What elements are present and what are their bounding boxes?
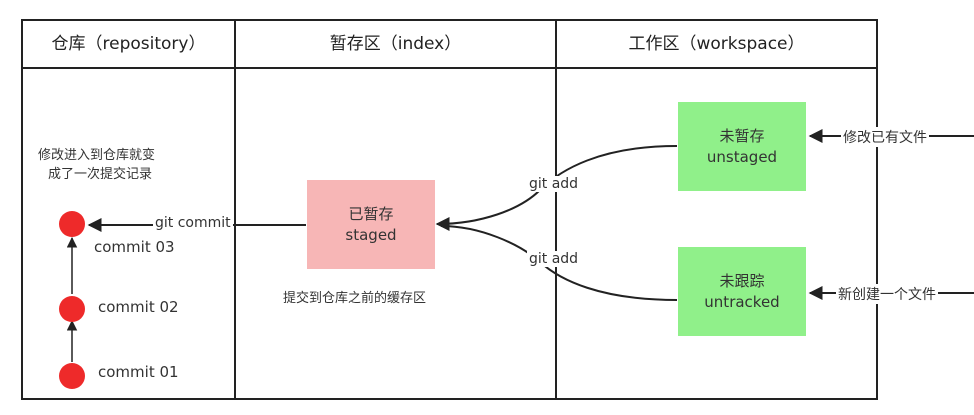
outer-frame — [21, 19, 878, 400]
staged-box: 已暂存 staged — [307, 180, 435, 269]
header-index: 暂存区（index） — [329, 34, 462, 54]
unstaged-title: 未暂存 — [719, 126, 765, 145]
header-workspace: 工作区（workspace） — [628, 34, 805, 54]
commit-02-dot — [59, 296, 85, 322]
unstaged-subtitle: unstaged — [706, 147, 778, 166]
new-file-label: 新创建一个文件 — [836, 284, 938, 304]
git-add-label-1: git add — [527, 176, 581, 192]
untracked-title: 未跟踪 — [719, 271, 765, 290]
git-add-label-2: git add — [527, 251, 581, 267]
repository-note-line2: 成了一次提交记录 — [48, 167, 153, 182]
commit-03-dot — [59, 211, 85, 237]
commit-01-label: commit 01 — [98, 363, 179, 381]
index-note: 提交到仓库之前的缓存区 — [283, 291, 427, 306]
commit-02-label: commit 02 — [98, 298, 179, 316]
modify-file-label: 修改已有文件 — [841, 127, 929, 147]
staged-subtitle: staged — [345, 225, 397, 244]
staged-title: 已暂存 — [348, 204, 394, 223]
commit-01-dot — [59, 363, 85, 389]
unstaged-box: 未暂存 unstaged — [678, 102, 806, 191]
repository-note-line1: 修改进入到仓库就变 — [38, 148, 156, 163]
untracked-box: 未跟踪 untracked — [678, 247, 806, 336]
commit-03-label: commit 03 — [94, 238, 175, 256]
git-commit-label: git commit — [153, 215, 233, 231]
untracked-subtitle: untracked — [704, 292, 780, 311]
header-repository: 仓库（repository） — [51, 34, 206, 54]
